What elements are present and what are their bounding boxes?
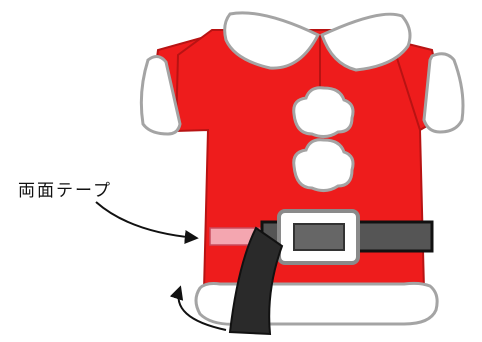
- belt-buckle: [279, 211, 358, 263]
- right-sleeve-cuff: [424, 54, 463, 132]
- tape-pointer-arrow: [96, 202, 196, 238]
- double-sided-tape-label: 両面テープ: [18, 176, 112, 201]
